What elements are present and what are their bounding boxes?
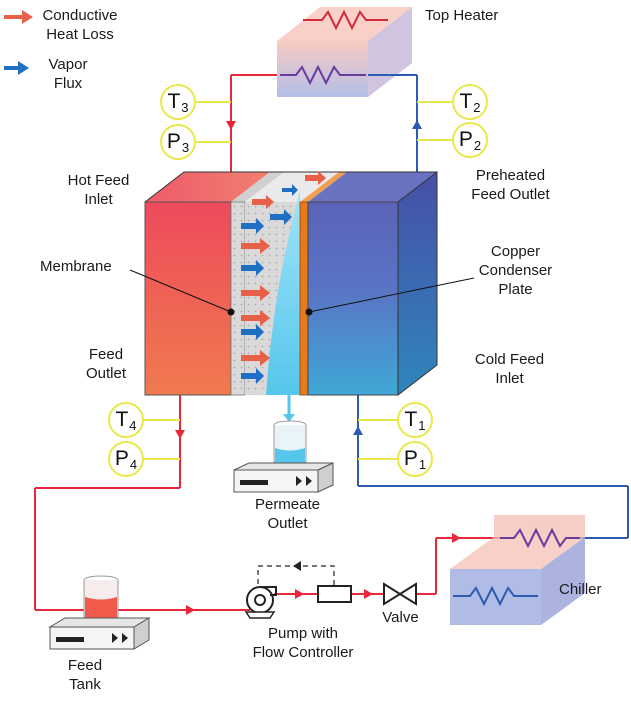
legend-heat-loss-label: Conductive Heat Loss [42, 7, 118, 43]
cold-feed-block-top [308, 172, 437, 202]
flow-right-arrow-icon [452, 533, 461, 543]
cold-feed-block [307, 201, 399, 396]
membrane-leader-line [129, 269, 232, 313]
flow-up-arrow-icon [412, 120, 422, 129]
hot-feed-inlet-label: Hot Feed Inlet [67, 172, 130, 208]
flow-controller-icon [257, 561, 352, 603]
vapor-flux-arrows [241, 184, 298, 384]
top-heater [277, 7, 412, 97]
membrane-layer [230, 201, 246, 396]
hot-feed-block [144, 201, 232, 396]
permeate-outlet-label: Permeate Outlet [254, 496, 321, 532]
pump-icon [244, 586, 277, 619]
valve-icon [383, 582, 417, 606]
permeate-layer [266, 190, 300, 395]
pump-flow-controller-label: Pump with Flow Controller [252, 625, 354, 661]
feed-outlet-label: Feed Outlet [85, 346, 127, 382]
feed-tank-stirrer [48, 575, 151, 650]
flow-down-arrow-icon [175, 430, 185, 439]
flow-up-arrow-icon [353, 426, 363, 435]
legend-heat-loss-arrow-icon [4, 10, 33, 24]
membrane-module [129, 170, 475, 397]
legend-vapor-flux-label: Vapor Flux [48, 56, 88, 92]
feed-tank-label: Feed Tank [67, 657, 103, 693]
legend-vapor-flux-arrow-icon [4, 61, 29, 75]
copper-condenser-plate-label: Copper Condenser Plate [478, 243, 553, 298]
flow-right-arrow-icon [295, 589, 304, 599]
heat-loss-arrows [241, 171, 326, 366]
cold-feed-inlet-label: Cold Feed Inlet [474, 351, 545, 387]
top-heater-label: Top Heater [425, 7, 499, 24]
flow-right-arrow-icon [364, 589, 373, 599]
cold-feed-block-side [397, 170, 438, 397]
cold-loop-piping [353, 74, 629, 539]
copper-leader-line [308, 277, 475, 313]
hot-feed-block-top [145, 172, 270, 202]
hot-loop-piping [34, 74, 500, 615]
copper-plate [299, 201, 309, 396]
permeate-stirrer [233, 420, 334, 493]
flow-right-arrow-icon [186, 605, 195, 615]
permeate-drain [283, 395, 295, 422]
gauge-tap-lines [144, 101, 452, 460]
preheated-feed-outlet-label: Preheated Feed Outlet [471, 167, 550, 203]
membrane-label: Membrane [40, 258, 112, 275]
chiller [450, 515, 585, 625]
valve-label: Valve [382, 609, 419, 626]
flow-down-arrow-icon [226, 121, 236, 130]
chiller-label: Chiller [559, 581, 602, 598]
